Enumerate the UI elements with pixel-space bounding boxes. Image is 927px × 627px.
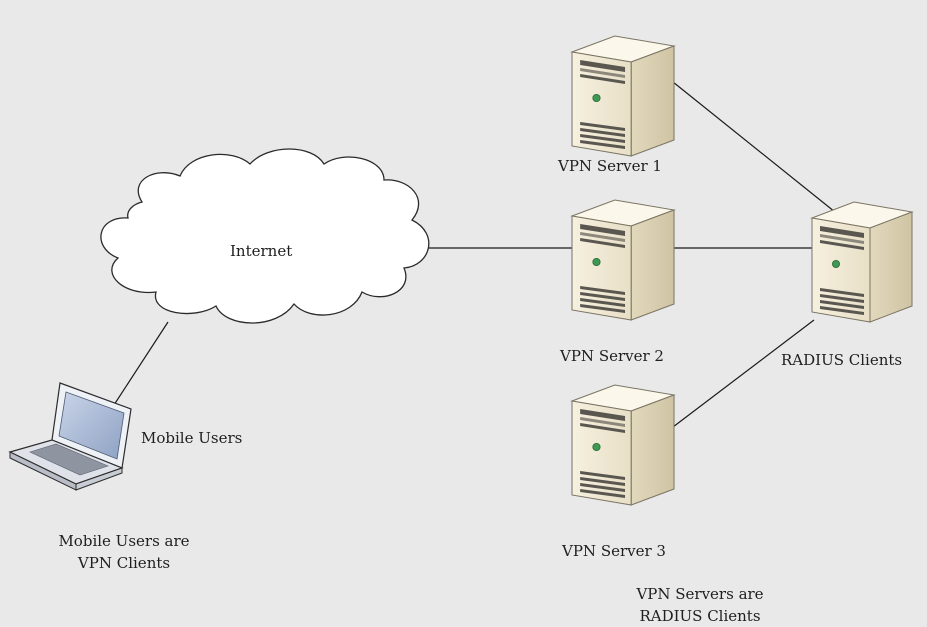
- server-icon: [571, 384, 675, 506]
- link-internet-laptop: [111, 321, 169, 409]
- vpn-server-2-label: VPN Server 2: [560, 347, 664, 365]
- mobile-note-line-1: Mobile Users are: [58, 532, 190, 550]
- server-note-line-2: RADIUS Clients: [639, 607, 761, 625]
- server-icon: [811, 201, 913, 323]
- internet-label: Internet: [230, 242, 293, 260]
- mobile-users-label: Mobile Users: [141, 429, 243, 447]
- vpn-server-1-label: VPN Server 1: [558, 157, 662, 175]
- server-icon: [571, 35, 675, 157]
- laptop-icon: [8, 382, 132, 491]
- link-vpn1-radius: [672, 81, 841, 217]
- mobile-users-note: Mobile Users are VPN Clients: [48, 530, 200, 574]
- radius-clients-label: RADIUS Clients: [781, 351, 903, 369]
- mobile-note-line-2: VPN Clients: [77, 554, 171, 572]
- server-note-line-1: VPN Servers are: [636, 585, 764, 603]
- vpn-server-3-label: VPN Server 3: [562, 542, 666, 560]
- connection-lines: [111, 81, 841, 428]
- cloud-icon: [100, 148, 430, 324]
- link-vpn3-radius: [672, 319, 815, 428]
- vpn-servers-note: VPN Servers are RADIUS Clients: [625, 583, 775, 627]
- server-icon: [571, 199, 675, 321]
